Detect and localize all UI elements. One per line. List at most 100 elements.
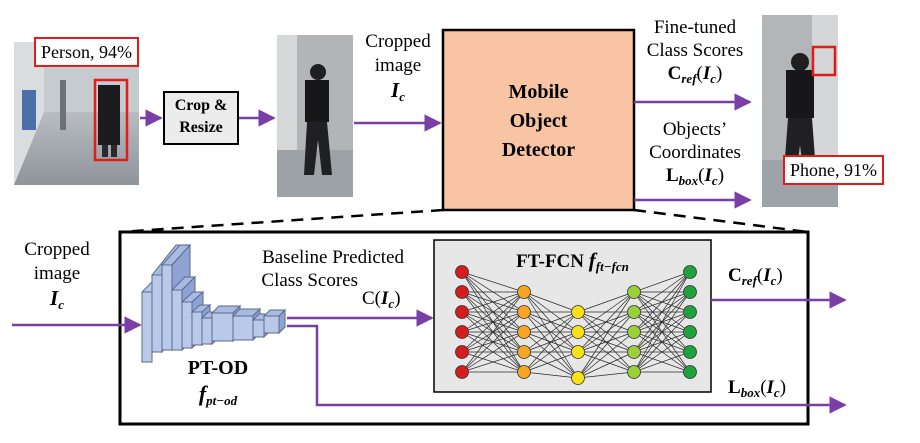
fcn-connection xyxy=(633,331,691,373)
fcn-node-layer-2 xyxy=(517,285,531,299)
out-box-I: I xyxy=(766,377,774,398)
bottom-cropped-symbol-sub: c xyxy=(58,297,64,312)
detail-panel xyxy=(118,230,810,426)
out-scores-close: ) xyxy=(776,265,783,286)
fcn-connection xyxy=(633,271,691,333)
object-coords-label: Objects’ Coordinates Lbox(Ic) xyxy=(636,118,754,192)
fcn-connection xyxy=(523,291,579,379)
out-ref: ref xyxy=(741,273,757,288)
baseline-line2: Class Scores xyxy=(261,270,358,291)
coords-close: ) xyxy=(717,165,725,186)
fcn-node-layer-4 xyxy=(627,345,641,359)
out-scores-open: ( xyxy=(756,265,764,286)
top-cropped-symbol-main: I xyxy=(391,78,400,102)
fcn-connection xyxy=(523,311,579,333)
fcn-node-layer-5 xyxy=(683,265,697,279)
out-box-close: ) xyxy=(779,377,787,398)
out-box-c: c xyxy=(773,385,780,400)
baseline-C: C( xyxy=(362,288,381,309)
top-cropped-symbol: Ic xyxy=(353,78,443,109)
fcn-node-layer-4 xyxy=(627,285,641,299)
ftfcn-sub: ft−fcn xyxy=(595,259,629,274)
fcn-connection xyxy=(577,291,635,353)
fcn-connection xyxy=(633,271,691,293)
fcn-connection xyxy=(633,351,691,373)
fcn-node-layer-1 xyxy=(455,285,469,299)
fcn-connection xyxy=(461,291,525,313)
bottom-cropped-symbol: Ic xyxy=(14,286,100,317)
finetuned-line1: Fine-tuned xyxy=(653,17,737,38)
baseline-c: c xyxy=(388,296,395,311)
fcn-node-layer-4 xyxy=(627,325,641,339)
fcn-node-layer-5 xyxy=(683,365,697,379)
coords-I: I xyxy=(704,165,712,186)
fcn-connection xyxy=(577,291,635,379)
out-box: box xyxy=(740,385,761,400)
fcn-connection xyxy=(633,271,691,313)
fcn-node-layer-3 xyxy=(571,305,585,319)
fcn-node-layer-1 xyxy=(455,325,469,339)
fcn-connection xyxy=(633,271,691,373)
fcn-node-layer-2 xyxy=(517,345,531,359)
finetuned-c: c xyxy=(710,71,717,86)
fcn-connection xyxy=(577,291,635,333)
fcn-connection xyxy=(523,351,579,379)
fcn-connection xyxy=(577,311,635,353)
crop-resize-box xyxy=(163,91,239,145)
fcn-connection xyxy=(633,271,691,353)
fcn-connection xyxy=(461,291,525,333)
fcn-connection xyxy=(523,371,579,379)
detector-line2: Object xyxy=(509,110,568,132)
fcn-node-layer-2 xyxy=(517,365,531,379)
fcn-node-layer-1 xyxy=(455,365,469,379)
finetuned-symbol: Cref(Ic) xyxy=(636,62,754,90)
fcn-connection xyxy=(577,371,635,379)
detector-line1: Mobile xyxy=(508,81,569,103)
coords-symbol: Lbox(Ic) xyxy=(636,164,754,192)
zoom-dashed-line-right xyxy=(633,208,809,234)
finetuned-line2: Class Scores xyxy=(646,40,744,61)
ptod-label: PT-OD xyxy=(187,357,249,379)
ptod-symbol: fpt−od xyxy=(168,382,268,413)
arrow-ptod-to-lbox xyxy=(287,324,847,414)
fcn-connection xyxy=(461,291,525,353)
ftfcn-label: FT-FCN fft−fcn xyxy=(434,248,711,279)
fcn-node-layer-1 xyxy=(455,305,469,319)
fcn-connection xyxy=(523,291,579,313)
bottom-cropped-image-label: Cropped image Ic xyxy=(14,238,100,317)
fcn-node-layer-2 xyxy=(517,325,531,339)
out-L: L xyxy=(728,377,741,398)
finetuned-C: C xyxy=(667,63,682,84)
fcn-connection xyxy=(577,351,635,379)
detector-label: Mobile Object Detector xyxy=(443,78,634,165)
person-detection-box xyxy=(93,78,129,162)
crop-resize-line1: Crop & xyxy=(174,97,228,114)
top-cropped-image-label: Cropped image Ic xyxy=(353,30,443,109)
bottom-cropped-line1: Cropped xyxy=(24,239,90,260)
coords-box: box xyxy=(678,173,699,188)
baseline-close: ) xyxy=(394,288,401,309)
fcn-connection xyxy=(523,311,579,353)
output-scores-label: Cref(Ic) xyxy=(728,264,783,293)
coords-line1: Objects’ xyxy=(662,119,728,140)
fcn-node-layer-3 xyxy=(571,345,585,359)
finetuned-scores-label: Fine-tuned Class Scores Cref(Ic) xyxy=(636,16,754,90)
fcn-connection xyxy=(461,331,525,373)
finetuned-open: ( xyxy=(696,63,703,84)
top-cropped-symbol-sub: c xyxy=(399,89,405,104)
fcn-connection xyxy=(461,271,525,293)
fcn-node-layer-1 xyxy=(455,345,469,359)
out-C: C xyxy=(728,265,742,286)
zoom-dashed-line-left xyxy=(119,208,444,234)
baseline-I: I xyxy=(381,288,389,309)
fcn-node-layer-3 xyxy=(571,325,585,339)
coords-open: ( xyxy=(698,165,705,186)
fcn-node-layer-3 xyxy=(571,371,585,385)
phone-detection-label: Phone, 91% xyxy=(783,155,884,185)
fcn-node-layer-5 xyxy=(683,305,697,319)
fcn-connection xyxy=(577,291,635,313)
fcn-node-layer-2 xyxy=(517,305,531,319)
out-scores-c: c xyxy=(770,273,777,288)
out-box-open: ( xyxy=(760,377,767,398)
baseline-symbol: C(Ic) xyxy=(362,287,401,316)
